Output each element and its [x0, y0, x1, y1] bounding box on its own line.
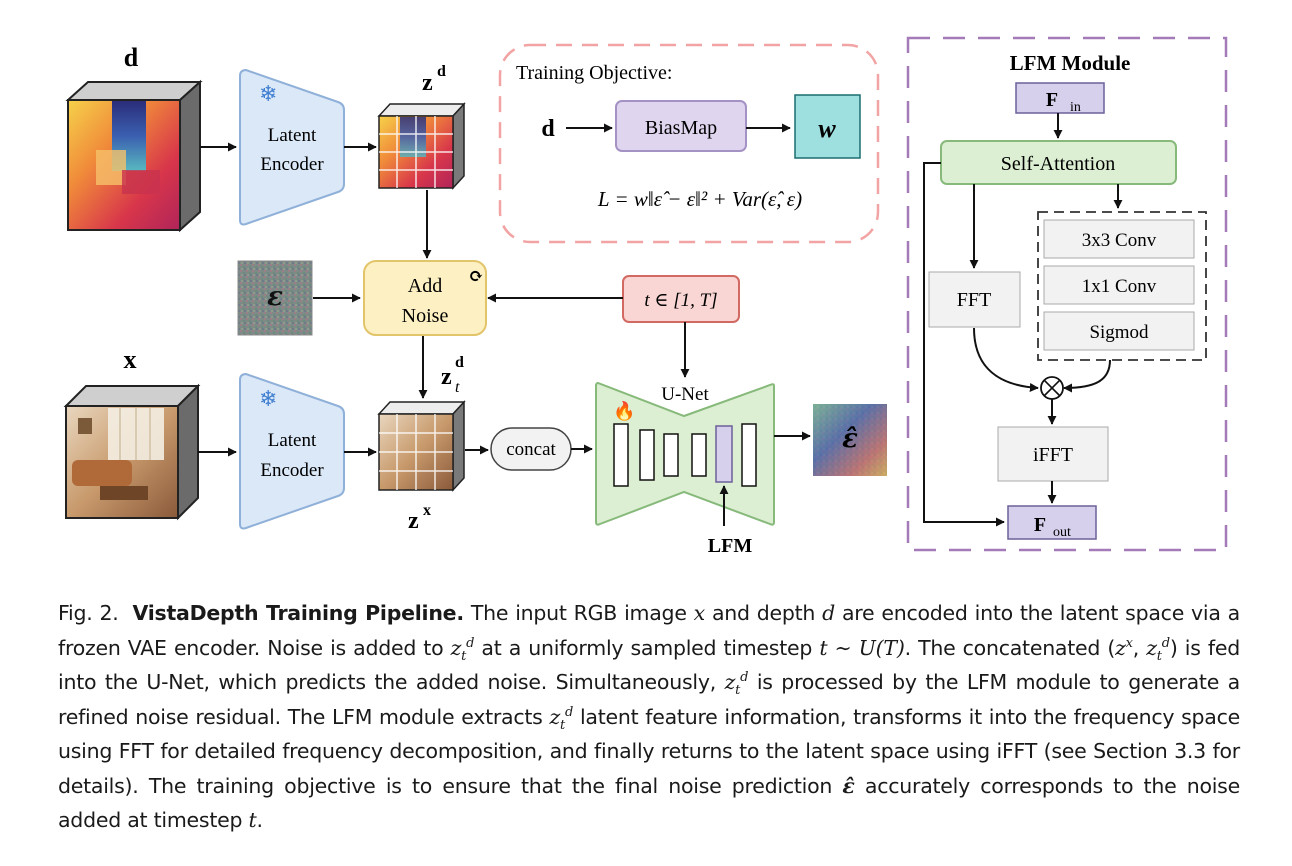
- caption-sup: d: [565, 704, 574, 720]
- caption-var-d: d: [822, 601, 836, 625]
- encoder-top-label-2: Encoder: [260, 154, 324, 175]
- timestep-box: t ∈ [1, T]: [622, 275, 740, 323]
- fout-sub: out: [1053, 525, 1071, 540]
- snowflake-icon: ❄: [259, 387, 277, 412]
- ztd-label: z: [441, 364, 452, 390]
- ztd-sup: d: [455, 354, 464, 371]
- caption-sup: d: [466, 635, 475, 651]
- add-noise-label-1: Add: [408, 275, 442, 297]
- encoder-top-shape: [239, 68, 345, 226]
- lfm-module-panel: LFM Module F in Self-Attention FFT 3x3 C…: [906, 36, 1228, 552]
- epsilon-label: ε: [267, 282, 283, 312]
- caption-var-z: z: [724, 670, 736, 694]
- caption-sup: d: [1161, 635, 1170, 651]
- zx-label: z: [408, 508, 419, 534]
- fft-label: FFT: [957, 289, 991, 311]
- caption-text: is processed by the LFM module to genera…: [58, 670, 1240, 729]
- caption-text: latent feature information, transforms i…: [58, 704, 1240, 798]
- training-objective-panel: Training Objective: d BiasMap w L = w‖ε̂…: [498, 43, 880, 244]
- caption-var-t: t: [248, 808, 257, 832]
- sigmod-label: Sigmod: [1089, 322, 1149, 343]
- caption-eps-hat: ε̂: [842, 773, 855, 798]
- ztd-sub: t: [455, 379, 460, 396]
- conv1-label: 1x1 Conv: [1082, 276, 1157, 297]
- caption-sub: t: [735, 683, 741, 699]
- caption-fig-number: Fig. 2.: [58, 601, 119, 625]
- caption-text: at a uniformly sampled timestep: [474, 635, 820, 660]
- latent-encoder-bottom: ❄ Latent Encoder: [239, 372, 345, 530]
- zd-sup: d: [437, 63, 446, 80]
- conv3-label: 3x3 Conv: [1082, 230, 1157, 251]
- unet-block: U-Net 🔥: [595, 381, 775, 526]
- caption-timestep-dist: t ∼ U(T): [819, 635, 905, 660]
- caption-text: are encoded into the latent space via a …: [58, 601, 1240, 660]
- fin-label: F: [1046, 89, 1058, 111]
- rgb-label: x: [124, 345, 137, 374]
- concat-node: concat: [490, 427, 572, 471]
- add-noise-box: Add Noise ⟳: [363, 260, 487, 336]
- caption-sup: d: [740, 670, 749, 686]
- objective-output-w: w: [818, 114, 836, 143]
- encoder-bottom-shape: [239, 372, 345, 530]
- zx-latent-cube: [377, 400, 466, 492]
- encoder-bottom-label-2: Encoder: [260, 460, 324, 481]
- lfm-label: LFM: [708, 535, 753, 557]
- training-objective-title: Training Objective:: [516, 62, 672, 84]
- caption-text: . The concatenated (: [904, 635, 1116, 660]
- unet-shape: [595, 381, 775, 526]
- add-noise-label-2: Noise: [402, 305, 449, 327]
- encoder-top-label-1: Latent: [268, 125, 317, 146]
- loss-formula: L = w‖ε̂ − ε‖² + Var(ε̂, ε): [597, 187, 802, 211]
- fire-icon: 🔥: [613, 400, 635, 422]
- fin-sub: in: [1070, 100, 1081, 115]
- snowflake-icon: ❄: [259, 82, 277, 107]
- caption-var-z: z: [549, 704, 561, 729]
- refresh-icon: ⟳: [468, 266, 483, 287]
- caption-text: and depth: [704, 601, 823, 625]
- caption-title: VistaDepth Training Pipeline.: [132, 601, 465, 625]
- fout-label: F: [1034, 514, 1046, 536]
- zd-latent-cube: [377, 102, 466, 190]
- objective-input-d: d: [541, 116, 555, 142]
- caption-text: ,: [1132, 635, 1147, 660]
- caption-text: .: [256, 808, 264, 832]
- timestep-label: t ∈ [1, T]: [644, 290, 717, 311]
- zx-sup: x: [423, 502, 431, 519]
- eps-hat-label: ε̂: [842, 424, 858, 454]
- figure-caption: Fig. 2. VistaDepth Training Pipeline. Th…: [58, 596, 1240, 838]
- caption-var-z: z: [1146, 635, 1157, 660]
- caption-text: The input RGB image: [463, 601, 694, 625]
- depth-image-cube: [65, 79, 203, 233]
- encoder-bottom-label-1: Latent: [268, 430, 317, 451]
- caption-sub: t: [560, 717, 566, 733]
- caption-text: accurately corresponds to the noise adde…: [58, 773, 1240, 833]
- caption-var-x: x: [693, 601, 706, 625]
- caption-sub: t: [461, 648, 467, 664]
- predicted-noise-image: [813, 404, 887, 476]
- unet-label: U-Net: [661, 384, 709, 405]
- caption-sub: t: [1156, 648, 1162, 664]
- pipeline-diagram: d ❄ Latent Encoder z d ε Add Noise ⟳: [63, 36, 1228, 557]
- concat-label: concat: [506, 439, 556, 460]
- latent-encoder-top: ❄ Latent Encoder: [239, 68, 345, 226]
- caption-sup: x: [1125, 635, 1133, 651]
- rgb-image-cube: [63, 383, 201, 521]
- caption-var-z: z: [450, 635, 462, 660]
- biasmap-label: BiasMap: [645, 117, 717, 139]
- ifft-label: iFFT: [1033, 444, 1073, 466]
- zd-label: z: [422, 70, 433, 96]
- self-attention-label: Self-Attention: [1001, 153, 1115, 175]
- lfm-module-title: LFM Module: [1010, 51, 1131, 75]
- caption-var-z: z: [1115, 635, 1126, 660]
- caption-text: ) is fed into the U-Net, which predicts …: [58, 635, 1240, 695]
- noise-epsilon-image: ε: [237, 260, 313, 336]
- depth-label: d: [124, 43, 139, 72]
